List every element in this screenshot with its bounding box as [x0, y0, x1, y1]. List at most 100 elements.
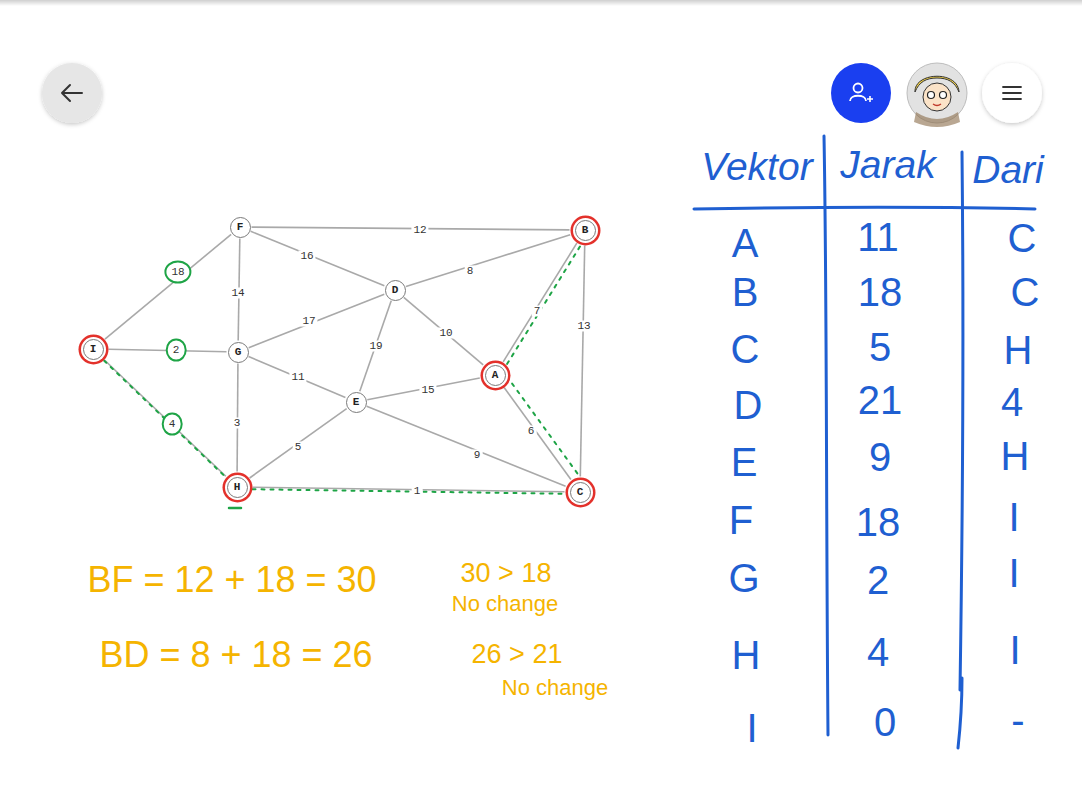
- table-cell: I: [1009, 628, 1020, 672]
- table-cell: -: [1011, 698, 1024, 742]
- table-cell: 0: [874, 700, 896, 744]
- graph-edge: [249, 356, 346, 397]
- table-cell: 18: [856, 500, 901, 544]
- edge-weight: 17: [300, 316, 317, 327]
- table-cell: 4: [1001, 380, 1023, 424]
- table-cell: I: [746, 706, 757, 750]
- path-highlight: [252, 489, 564, 494]
- graph-edge: [503, 243, 577, 362]
- edge-weight: 4: [162, 413, 183, 436]
- table-cell: I: [1008, 551, 1019, 595]
- edge-weight: 18: [164, 261, 191, 284]
- table-divider: [824, 136, 828, 735]
- green-mark: [229, 507, 241, 510]
- annotation: 30 > 18: [461, 559, 552, 589]
- plus-icon: [867, 96, 873, 102]
- menu-icon: [1003, 87, 1021, 99]
- edge-weight: 8: [465, 266, 476, 277]
- menu-button: [982, 63, 1042, 123]
- table-header: Vektor: [701, 146, 812, 189]
- table-cell: C: [1008, 216, 1037, 260]
- path-highlight: [512, 384, 579, 476]
- table-cell: 11: [857, 215, 899, 259]
- graph-edge: [404, 297, 483, 365]
- annotation: No change: [452, 592, 558, 616]
- annotation: 26 > 21: [472, 640, 563, 670]
- graph-edge: [250, 409, 347, 478]
- graph-node: G: [228, 342, 249, 363]
- table-cell: G: [728, 556, 759, 600]
- edge-weight: 13: [575, 321, 592, 332]
- path-highlight: [104, 361, 226, 478]
- add-user-button: [831, 63, 891, 123]
- table-cell: B: [732, 270, 759, 314]
- avatar-mouth: [933, 104, 941, 106]
- graph-edge: [367, 406, 566, 486]
- edge-weight: 1: [412, 486, 423, 497]
- graph-node: D: [385, 280, 406, 301]
- node-letter: C: [577, 487, 584, 498]
- table-header-line: [694, 207, 1035, 209]
- annotation: BF = 12 + 18 = 30: [87, 560, 376, 600]
- graph-node: F: [230, 217, 251, 238]
- table-cell: 9: [869, 435, 891, 479]
- graph-node: B: [575, 220, 596, 241]
- table-cell: C: [731, 327, 760, 371]
- node-letter: I: [90, 344, 97, 355]
- graph-edge: [360, 301, 391, 391]
- edge-weight: 14: [229, 288, 246, 299]
- table-cell: E: [731, 440, 758, 484]
- graph-edge: [251, 231, 385, 285]
- node-letter: A: [492, 370, 499, 381]
- table-header: Dari: [972, 149, 1044, 192]
- table-cell: H: [1004, 328, 1033, 372]
- back-button: [42, 63, 102, 123]
- table-cell: C: [1011, 270, 1040, 314]
- avatar-eye: [928, 92, 935, 99]
- graph-edge: [105, 234, 231, 339]
- graph-edge: [249, 294, 385, 348]
- graph-node: H: [227, 477, 248, 498]
- edge-weight: 5: [293, 442, 304, 453]
- table-cell: 2: [867, 558, 889, 602]
- avatar-eye: [940, 92, 947, 99]
- edge-weight: 7: [532, 306, 543, 317]
- table-cell: 21: [858, 378, 903, 422]
- graph-node: I: [83, 339, 104, 360]
- graph-node: A: [485, 365, 506, 386]
- table-cell: I: [1008, 495, 1019, 539]
- graph-edge: [580, 245, 584, 476]
- top-bar-shadow: [0, 0, 1082, 6]
- table-cell: F: [729, 498, 753, 542]
- edge-weight: 11: [289, 372, 306, 383]
- edge-weight: 19: [367, 341, 384, 352]
- edge-weight: 6: [526, 426, 537, 437]
- annotation: No change: [502, 676, 608, 700]
- node-letter: F: [237, 222, 244, 233]
- user-icon-head: [854, 84, 863, 93]
- edge-weight: 12: [411, 225, 428, 236]
- table-cell: A: [732, 221, 759, 265]
- avatar-face: [923, 83, 951, 111]
- edge-weight: 10: [437, 328, 454, 339]
- path-highlight: [507, 245, 581, 364]
- node-letter: D: [392, 285, 399, 296]
- node-letter: B: [582, 225, 589, 236]
- edge-weight: 15: [419, 385, 436, 396]
- table-cell: 5: [869, 325, 891, 369]
- node-letter: G: [235, 347, 242, 358]
- user-icon-body: [850, 96, 866, 101]
- avatar-shoulders: [914, 112, 960, 127]
- edge-weight: 9: [472, 450, 483, 461]
- graph-node: E: [346, 392, 367, 413]
- table-header: Jarak: [840, 144, 935, 187]
- table-cell: 4: [867, 630, 889, 674]
- edge-weight: 3: [232, 418, 243, 429]
- table-cell: H: [732, 633, 761, 677]
- edge-weight: 2: [166, 339, 187, 362]
- node-letter: H: [234, 482, 241, 493]
- table-cell: D: [734, 383, 763, 427]
- table-cell: 18: [858, 270, 903, 314]
- graph-edge: [104, 360, 226, 477]
